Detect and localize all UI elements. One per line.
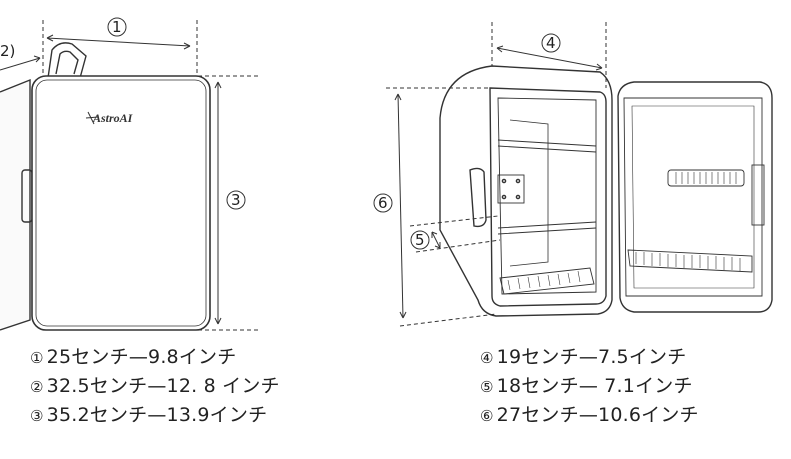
dimension-2-row-marker: ② [30,378,44,396]
dimension-1-lines [42,20,198,75]
dimension-5-lines [409,215,501,253]
dimension-6-lines [386,87,497,327]
dimension-6-text: 27センチ—10.6インチ [496,404,699,426]
dimension-1-marker-circle [107,17,127,37]
dimension-5-marker: 5 [415,231,425,249]
brand-swoosh [85,111,99,125]
dimension-6-marker-circle [373,193,393,213]
dimension-4-text: 19センチ—7.5インチ [496,346,687,368]
dimension-2-text: 32.5センチ—12. 8 インチ [46,375,280,397]
dimension-6-marker: 6 [378,194,388,212]
dimension-4-lines [491,22,607,88]
dimension-6-row-marker: ⑥ [480,407,494,425]
dimension-5-row-marker: ⑤ [480,378,494,396]
closed-fridge [0,42,211,331]
dimension-1-text: 25センチ—9.8インチ [46,346,237,368]
dimension-4-marker: 4 [546,34,556,52]
dimension-2-lines [0,55,41,71]
dimension-3-marker: 3 [231,191,241,209]
brand-logo: AstroAI [92,111,134,125]
dimension-3-marker-circle [226,190,246,210]
dimension-4-row-marker: ④ [480,349,494,367]
dimension-1-row-marker: ① [30,349,44,367]
dimension-3-lines [198,75,258,331]
dimension-5-text: 18センチ— 7.1インチ [496,375,693,397]
dimension-1-marker: 1 [112,18,122,36]
dimension-3-text: 35.2センチ—13.9インチ [46,404,268,426]
fridge-dimension-diagram: AstroAI 1 2) 3 [0,17,773,331]
open-fridge [439,65,773,317]
dimension-3-row-marker: ③ [30,407,44,425]
dimension-2-marker: 2) [0,42,15,60]
dimension-5-marker-circle [410,230,430,250]
dimension-4-marker-circle [541,33,561,53]
